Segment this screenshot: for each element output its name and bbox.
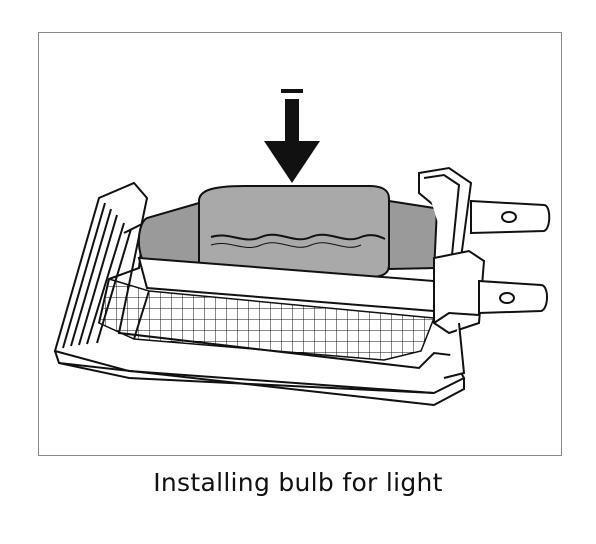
lower-terminal [478,279,548,315]
figure-frame [38,32,562,456]
down-arrow-icon [264,89,320,183]
figure-caption: Installing bulb for light [153,468,443,497]
bulb-glass [198,185,390,278]
terminal-bracket [418,166,486,379]
lens-grid [98,278,436,361]
upper-terminal [470,199,551,235]
bulb-installation-illustration [53,89,551,407]
